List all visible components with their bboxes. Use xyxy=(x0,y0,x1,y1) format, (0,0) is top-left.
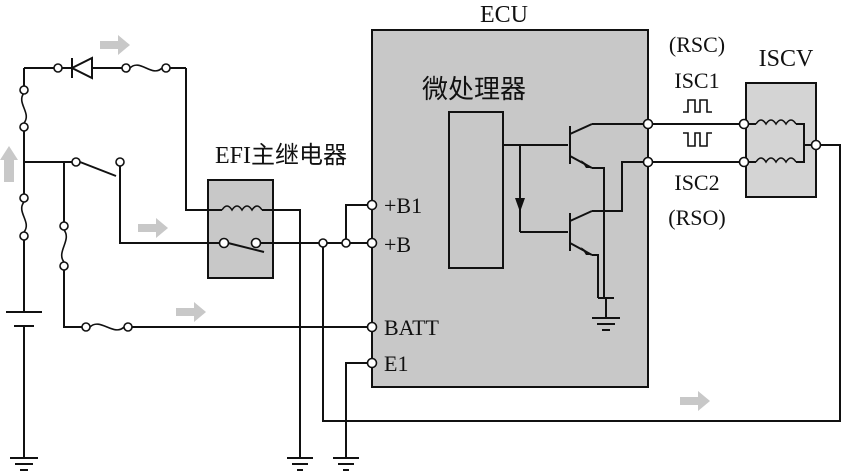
iscv-coil-upper xyxy=(755,119,797,126)
ecu-title: ECU xyxy=(480,2,528,28)
e1-ground-icon xyxy=(333,457,359,471)
pin-b-terminal xyxy=(366,237,378,249)
isc1-terminal-ecu xyxy=(642,118,654,130)
signal-arrow-down xyxy=(515,198,525,212)
iscv-common-terminal xyxy=(810,139,822,151)
flow-arrow-top xyxy=(100,35,130,55)
fuse-upper-link xyxy=(20,92,28,124)
fuse-upper-top xyxy=(19,85,29,95)
fuse-batt-vertical-link xyxy=(60,229,68,263)
isc1-terminal-iscv xyxy=(738,118,750,130)
transistor-upper-icon xyxy=(569,123,593,169)
relay-contact-left xyxy=(218,237,230,249)
fuse-batt-upper xyxy=(59,221,69,231)
fuse-batt-horizontal-link xyxy=(89,323,125,331)
flow-arrow-relay xyxy=(138,218,168,238)
efi-relay-label: EFI主继电器 xyxy=(215,142,347,169)
flow-arrow-batt xyxy=(176,302,206,322)
pin-e1-label: E1 xyxy=(384,351,408,376)
fuse-batt-lower xyxy=(59,261,69,271)
microprocessor-box xyxy=(448,111,504,269)
battery-ground-icon xyxy=(10,457,38,471)
diode-terminal-left xyxy=(53,63,63,73)
pin-e1-terminal xyxy=(366,357,378,369)
efi-relay-box xyxy=(207,179,274,279)
isc2-terminal-ecu xyxy=(642,156,654,168)
fuse-upper-bottom xyxy=(19,122,29,132)
junction-b-right xyxy=(341,238,351,248)
battery xyxy=(6,311,42,327)
rsc-label: (RSC) xyxy=(669,32,725,57)
iscv-common xyxy=(796,123,805,163)
fuse-top-left xyxy=(121,63,131,73)
junction-b-left xyxy=(318,238,328,248)
relay-ground-icon xyxy=(287,457,313,471)
pin-b1-terminal xyxy=(366,199,378,211)
relay-coil xyxy=(221,205,263,212)
pulse-waveform-upper xyxy=(683,99,712,113)
ignition-switch-right xyxy=(115,157,125,167)
flow-arrow-left-up xyxy=(0,146,18,182)
ignition-switch-blade xyxy=(79,161,117,177)
isc2-label: ISC2 xyxy=(674,170,719,195)
isc1-label: ISC1 xyxy=(674,68,719,93)
ignition-switch-left xyxy=(71,157,81,167)
fuse-main-link xyxy=(20,201,28,233)
transistor-lower-icon xyxy=(569,210,593,256)
isc2-terminal-iscv xyxy=(738,156,750,168)
pin-b-label: +B xyxy=(384,232,411,257)
flow-arrow-return xyxy=(680,391,710,411)
fuse-top-link xyxy=(129,64,163,72)
diode-icon xyxy=(69,56,93,80)
pin-b1-label: +B1 xyxy=(384,193,422,218)
ecu-ground-icon xyxy=(592,317,620,331)
relay-contact-right xyxy=(250,237,262,249)
microprocessor-label: 微处理器 xyxy=(422,75,526,104)
fuse-batt-right xyxy=(123,322,133,332)
iscv-coil-lower xyxy=(755,157,797,164)
pin-batt-label: BATT xyxy=(384,315,440,340)
fuse-main-top xyxy=(19,193,29,203)
rso-label: (RSO) xyxy=(668,205,725,230)
pin-batt-terminal xyxy=(366,321,378,333)
relay-switch-blade xyxy=(227,242,265,253)
pulse-waveform-lower xyxy=(683,132,712,147)
fuse-batt-left xyxy=(81,322,91,332)
ecu-box xyxy=(371,29,649,388)
fuse-top-right xyxy=(161,63,171,73)
iscv-label: ISCV xyxy=(759,46,814,72)
fuse-main-bottom xyxy=(19,231,29,241)
iscv-box xyxy=(745,82,817,198)
